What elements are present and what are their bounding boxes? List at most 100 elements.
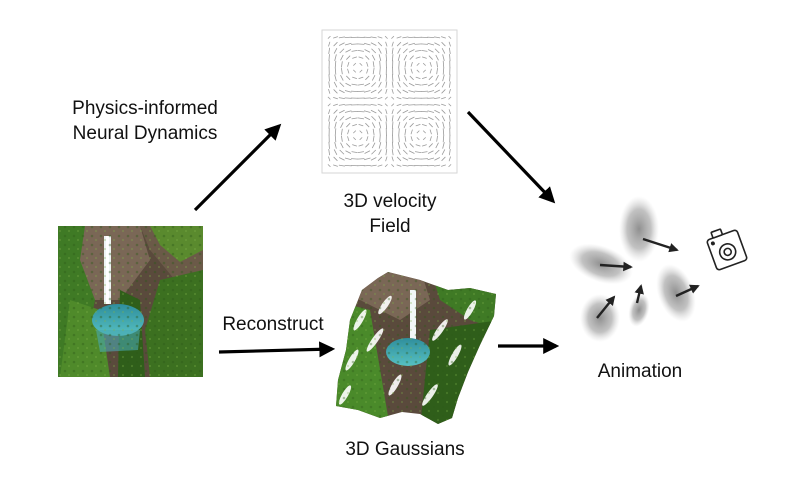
arrow-reconstruct [218,341,336,358]
vector-tick [370,42,377,46]
vector-tick [385,149,388,156]
vector-tick [384,103,388,107]
vector-tick [379,135,381,143]
vector-tick [427,90,435,93]
vector-tick [341,68,343,75]
vector-tick [441,47,446,54]
vector-tick [333,81,338,88]
vector-tick [370,164,377,167]
vector-tick [410,61,413,67]
vector-tick [391,81,394,88]
gaussians-label: 3D Gaussians [345,439,465,460]
vector-tick [353,137,357,141]
vector-tick [345,82,352,87]
vector-tick [338,97,345,99]
vector-tick [397,142,401,149]
vector-tick [378,142,382,149]
vector-tick [427,164,435,167]
vector-tick [327,103,331,107]
vector-tick [409,143,414,148]
vector-tick [334,135,337,143]
velocity-field-image [321,29,458,174]
gaussian-blob-icon [569,196,696,342]
vector-tick [396,109,402,114]
vector-tick [333,36,338,39]
vector-tick [428,143,433,148]
vector-tick [333,41,338,47]
vector-tick [359,130,363,134]
vector-tick [370,104,377,106]
vector-tick [436,68,438,75]
vector-tick [333,109,338,114]
vector-tick [415,83,422,86]
vector-tick [385,41,388,47]
arrow-field-to-animation [466,110,556,204]
vector-tick [434,89,441,94]
vector-tick [436,135,438,142]
vector-tick [378,81,382,88]
vector-tick [338,42,345,46]
gaussian-splat-image [336,272,496,424]
vector-tick [391,103,395,107]
physics-label-line1: Physics-informed [72,98,218,119]
vector-tick [377,36,383,39]
waterfall-photo [58,226,203,377]
vector-tick [334,54,337,61]
vector-tick [409,75,414,81]
vector-tick [408,97,416,99]
vector-tick [408,116,415,121]
vector-tick [391,74,394,82]
vector-tick [415,76,421,79]
vector-tick [384,164,388,168]
vector-tick [408,164,416,167]
vector-tick [378,47,382,54]
vector-tick [441,156,446,162]
vector-tick [338,109,345,114]
vector-tick [427,97,435,99]
vector-tick [442,121,445,129]
vector-tick [442,142,445,149]
vector-tick [416,62,420,66]
vector-tick [427,104,435,106]
vector-tick [402,97,409,99]
vector-tick [333,164,338,167]
vector-tick [357,43,365,45]
vector-tick [396,41,402,47]
vector-tick [442,74,445,82]
vector-tick [421,83,428,86]
vector-tick [403,74,408,81]
vector-tick [421,56,427,59]
vector-tick [385,47,388,54]
vector-tick [358,124,364,127]
vector-tick [398,135,400,143]
vector-tick [328,115,331,122]
vector-tick [334,142,337,149]
vector-tick [415,144,421,147]
vector-tick [370,97,377,99]
vector-tick [384,35,388,39]
vector-tick [391,149,394,156]
vector-tick [429,129,432,135]
vector-tick [402,42,409,46]
vector-tick [345,116,352,121]
vector-tick [408,82,415,87]
vector-tick [416,130,420,134]
vector-tick [364,82,371,87]
vector-tick [402,115,408,121]
vector-tick [396,97,402,100]
vector-tick [357,110,365,113]
vector-tick [441,36,446,39]
vector-tick [351,90,359,93]
vector-tick [429,61,432,67]
vector-tick [346,55,351,60]
vector-tick [449,121,451,129]
vector-tick [396,36,402,39]
vector-tick [421,50,428,52]
vector-tick [370,89,377,94]
vector-tick [371,122,376,129]
vector-tick [422,130,426,134]
vector-tick [351,117,358,120]
vector-tick [402,89,409,94]
vector-tick [340,142,344,149]
vector-tick [353,62,357,66]
